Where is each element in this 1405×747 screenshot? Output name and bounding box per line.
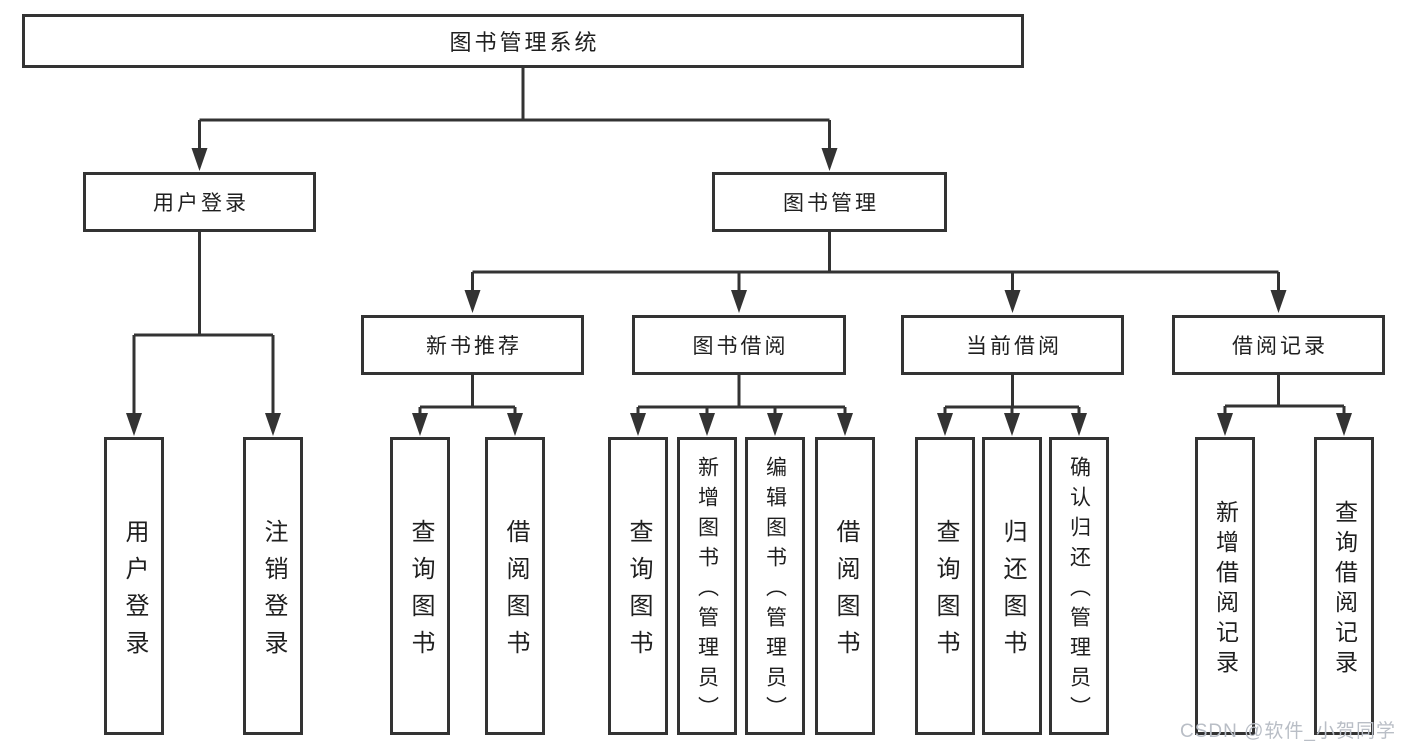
node-current-borrow: 当前借阅	[901, 315, 1124, 375]
leaf-query-borrow-record: 查询借阅记录	[1314, 437, 1374, 735]
leaf-query-book-2: 查询图书	[608, 437, 668, 735]
node-label: 查询借阅记录	[1331, 499, 1358, 680]
node-book-borrow: 图书借阅	[632, 315, 846, 375]
node-label: 图书管理	[783, 192, 879, 215]
node-label: 新增图书（管理员）	[695, 455, 719, 726]
leaf-add-book-admin: 新增图书（管理员）	[677, 437, 737, 735]
node-label: 图书借阅	[692, 335, 789, 358]
node-label: 图书管理系统	[449, 30, 600, 55]
node-label: 用户登录	[121, 518, 148, 667]
node-label: 查询图书	[932, 518, 959, 667]
node-root-system: 图书管理系统	[22, 14, 1024, 68]
leaf-add-borrow-record: 新增借阅记录	[1195, 437, 1255, 735]
leaf-user-login: 用户登录	[104, 437, 164, 735]
node-label: 注销登录	[260, 518, 287, 667]
node-label: 查询图书	[407, 518, 434, 667]
leaf-query-book-1: 查询图书	[390, 437, 450, 735]
leaf-return-book: 归还图书	[982, 437, 1042, 735]
node-borrow-record: 借阅记录	[1172, 315, 1385, 375]
leaf-borrow-book-1: 借阅图书	[485, 437, 545, 735]
node-book-management: 图书管理	[712, 172, 947, 232]
node-label: 借阅图书	[502, 518, 529, 667]
node-label: 查询图书	[625, 518, 652, 667]
leaf-borrow-book-2: 借阅图书	[815, 437, 875, 735]
leaf-query-book-3: 查询图书	[915, 437, 975, 735]
node-user-login: 用户登录	[83, 172, 316, 232]
node-label: 借阅记录	[1232, 335, 1328, 358]
node-label: 用户登录	[153, 192, 249, 215]
node-label: 编辑图书（管理员）	[763, 455, 787, 726]
node-label: 新书推荐	[426, 335, 522, 358]
node-label: 确认归还（管理员）	[1067, 455, 1091, 726]
watermark: CSDN @软件_小贺同学	[1180, 721, 1396, 742]
node-label: 归还图书	[999, 518, 1026, 667]
node-label: 当前借阅	[966, 335, 1062, 358]
leaf-confirm-return-admin: 确认归还（管理员）	[1049, 437, 1109, 735]
node-label: 新增借阅记录	[1212, 499, 1239, 680]
node-label: 借阅图书	[832, 518, 859, 667]
leaf-edit-book-admin: 编辑图书（管理员）	[745, 437, 805, 735]
leaf-logout: 注销登录	[243, 437, 303, 735]
node-new-book-recommend: 新书推荐	[361, 315, 584, 375]
